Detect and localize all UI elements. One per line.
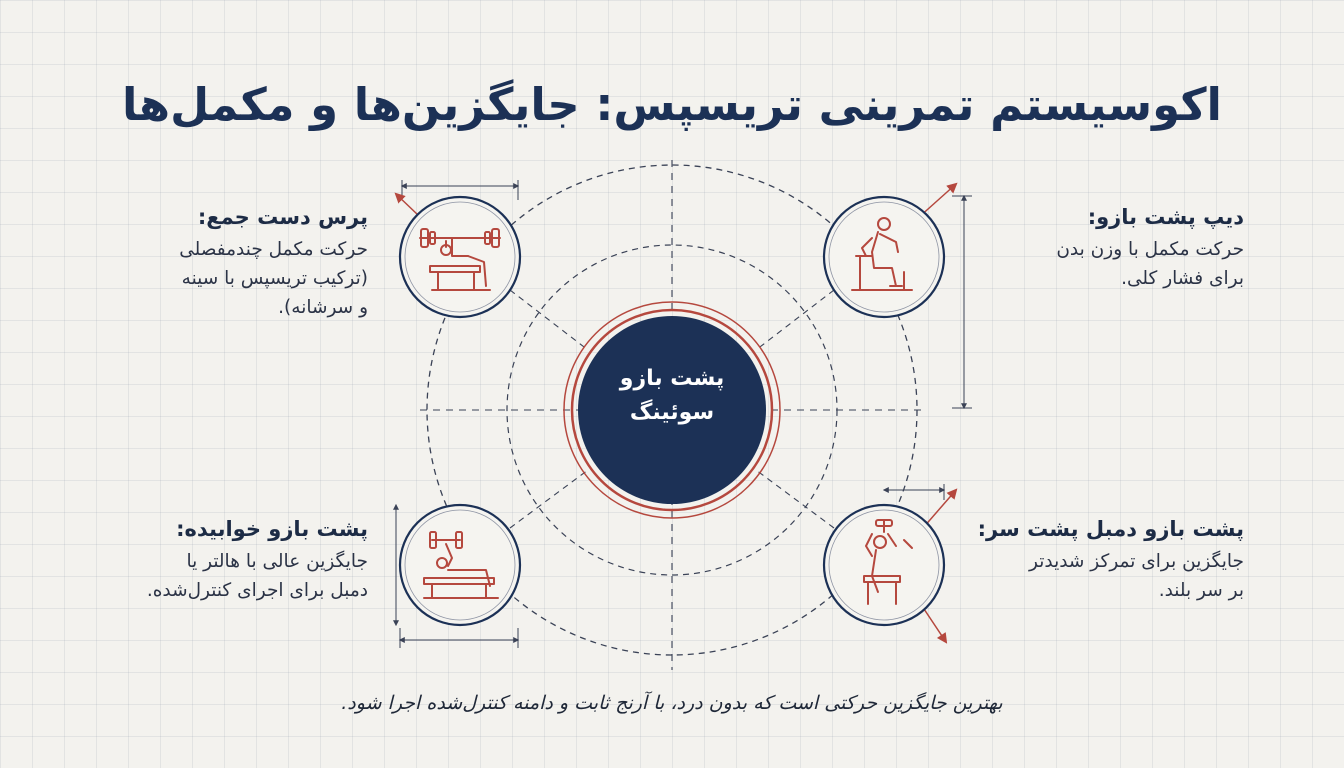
dip-icon (851, 217, 913, 291)
item-title: دیپ پشت بازو: (1087, 205, 1244, 229)
text-close-grip-press: پرس دست جمع: حرکت مکمل چندمفصلی (ترکیب ت… (68, 204, 368, 322)
bench-press-icon (419, 228, 501, 291)
item-title: پشت بازو دمبل پشت سر: (977, 517, 1244, 541)
item-title: پشت بازو خوابیده: (176, 517, 368, 541)
footer-note: بهترین جایگزین حرکتی است که بدون درد، با… (341, 692, 1003, 714)
connector-bottom-right (755, 469, 835, 529)
node-close-grip-press (394, 180, 522, 319)
overhead-extension-icon (863, 519, 913, 605)
item-line: برای فشار کلی. (1121, 267, 1244, 289)
center-label-line1: پشت بازو (619, 366, 725, 391)
item-line: (ترکیب تریسپس با سینه (181, 267, 368, 289)
node-lying-triceps (393, 503, 522, 648)
lying-extension-icon (423, 531, 499, 599)
text-triceps-dip: دیپ پشت بازو: حرکت مکمل با وزن بدن برای … (964, 204, 1244, 294)
connector-top-right (755, 289, 835, 351)
center-label: پشت بازو سوئینگ (574, 362, 770, 430)
item-line: حرکت مکمل چندمفصلی (179, 239, 368, 261)
connector-bottom-left (509, 469, 589, 529)
item-line: جایگزین عالی با هالتر یا (186, 551, 368, 573)
item-title: پرس دست جمع: (197, 205, 368, 229)
page-title: اکوسیستم تمرینی تریسپس: جایگزین‌ها و مکم… (122, 78, 1222, 131)
connector-top-left (509, 289, 589, 351)
center-node (563, 301, 781, 519)
item-line: جایگزین برای تمرکز شدیدتر (1029, 551, 1244, 573)
center-label-line2: سوئینگ (629, 400, 715, 426)
node-triceps-dip (822, 182, 972, 410)
text-lying-triceps: پشت بازو خوابیده: جایگزین عالی با هالتر … (48, 516, 368, 606)
item-line: و سرشانه). (278, 296, 368, 318)
item-line: حرکت مکمل با وزن بدن (1056, 239, 1244, 261)
item-line: بر سر بلند. (1158, 579, 1244, 601)
item-line: دمبل برای اجرای کنترل‌شده. (146, 579, 368, 601)
text-overhead-dumbbell: پشت بازو دمبل پشت سر: جایگزین برای تمرکز… (944, 516, 1244, 606)
node-overhead-dumbbell (822, 484, 958, 644)
